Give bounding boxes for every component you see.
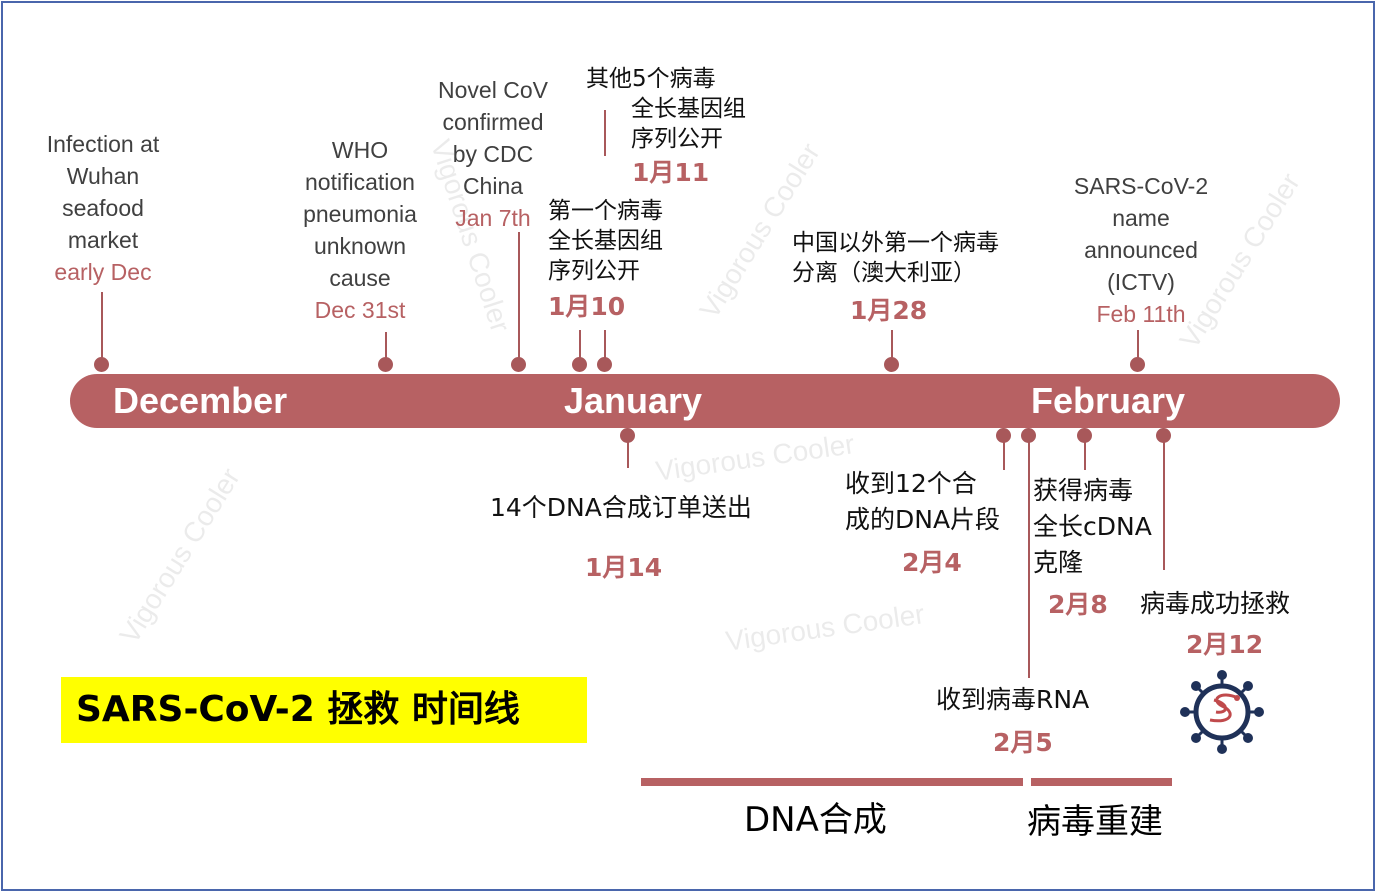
month-january: January bbox=[564, 380, 703, 421]
event-dna-orders-date: 1月14 bbox=[585, 553, 663, 582]
event-dot bbox=[1077, 428, 1092, 443]
phase-virus-reconstruction: 病毒重建 bbox=[1027, 802, 1163, 842]
diagram-title: SARS-CoV-2 拯救 时间线 bbox=[76, 689, 520, 730]
event-line bbox=[891, 330, 893, 364]
event-dna-fragments: 收到12个合 成的DNA片段 bbox=[845, 469, 1001, 534]
event-line bbox=[627, 436, 629, 468]
event-cdna-clone-date: 2月8 bbox=[1048, 590, 1108, 619]
event-dot bbox=[511, 357, 526, 372]
event-dot bbox=[1130, 357, 1145, 372]
event-dot bbox=[597, 357, 612, 372]
event-five-genomes-date: 1月11 bbox=[632, 158, 710, 187]
event-novel-cov-confirmed: Novel CoV confirmed by CDC China Jan 7th bbox=[438, 77, 548, 231]
timeline-bar bbox=[70, 374, 1340, 428]
event-dot bbox=[1021, 428, 1036, 443]
phase-bar-dna-synthesis bbox=[641, 778, 1023, 786]
event-dot bbox=[620, 428, 635, 443]
event-sars-cov-2-name: SARS-CoV-2 name announced (ICTV) Feb 11t… bbox=[1073, 173, 1209, 327]
phase-bar-virus-reconstruction bbox=[1031, 778, 1172, 786]
event-five-genomes: 其他5个病毒 bbox=[586, 66, 716, 92]
event-line bbox=[1137, 330, 1139, 364]
event-cdna-clone: 获得病毒 全长cDNA 克隆 bbox=[1033, 476, 1152, 577]
event-virus-rescued-date: 2月12 bbox=[1186, 630, 1264, 659]
event-first-genome-date: 1月10 bbox=[548, 292, 626, 321]
event-line bbox=[604, 330, 606, 364]
event-line bbox=[1163, 436, 1165, 570]
event-first-isolation-abroad-date: 1月28 bbox=[850, 296, 928, 325]
event-infection-wuhan: Infection at Wuhan seafood market early … bbox=[46, 131, 160, 285]
event-line bbox=[1084, 436, 1086, 470]
event-dot bbox=[378, 357, 393, 372]
event-dna-orders: 14个DNA合成订单送出 bbox=[490, 493, 752, 522]
event-first-isolation-abroad: 中国以外第一个病毒 分离（澳大利亚） bbox=[792, 230, 999, 286]
event-dot bbox=[1156, 428, 1171, 443]
event-virus-rescued: 病毒成功拯救 bbox=[1140, 589, 1291, 618]
virus-icon bbox=[1180, 670, 1264, 754]
event-virus-rna-date: 2月5 bbox=[993, 728, 1053, 757]
event-who-notification: WHO notification pneumonia unknown cause… bbox=[303, 137, 417, 323]
event-dot bbox=[94, 357, 109, 372]
event-first-genome: 第一个病毒 全长基因组 序列公开 bbox=[548, 198, 663, 284]
event-five-genomes-cont: 全长基因组 序列公开 bbox=[631, 96, 746, 152]
event-line bbox=[101, 292, 103, 364]
month-february: February bbox=[1031, 380, 1186, 421]
event-line bbox=[604, 110, 606, 156]
event-line bbox=[1003, 436, 1005, 470]
event-dot bbox=[572, 357, 587, 372]
event-virus-rna: 收到病毒RNA bbox=[936, 685, 1090, 714]
title-highlight bbox=[61, 677, 587, 743]
event-line bbox=[1028, 436, 1030, 678]
event-line bbox=[385, 332, 387, 364]
event-dot bbox=[996, 428, 1011, 443]
event-line bbox=[518, 232, 520, 364]
event-dna-fragments-date: 2月4 bbox=[902, 548, 962, 577]
month-december: December bbox=[113, 380, 288, 421]
phase-dna-synthesis: DNA合成 bbox=[744, 800, 887, 840]
event-line bbox=[579, 330, 581, 364]
event-dot bbox=[884, 357, 899, 372]
